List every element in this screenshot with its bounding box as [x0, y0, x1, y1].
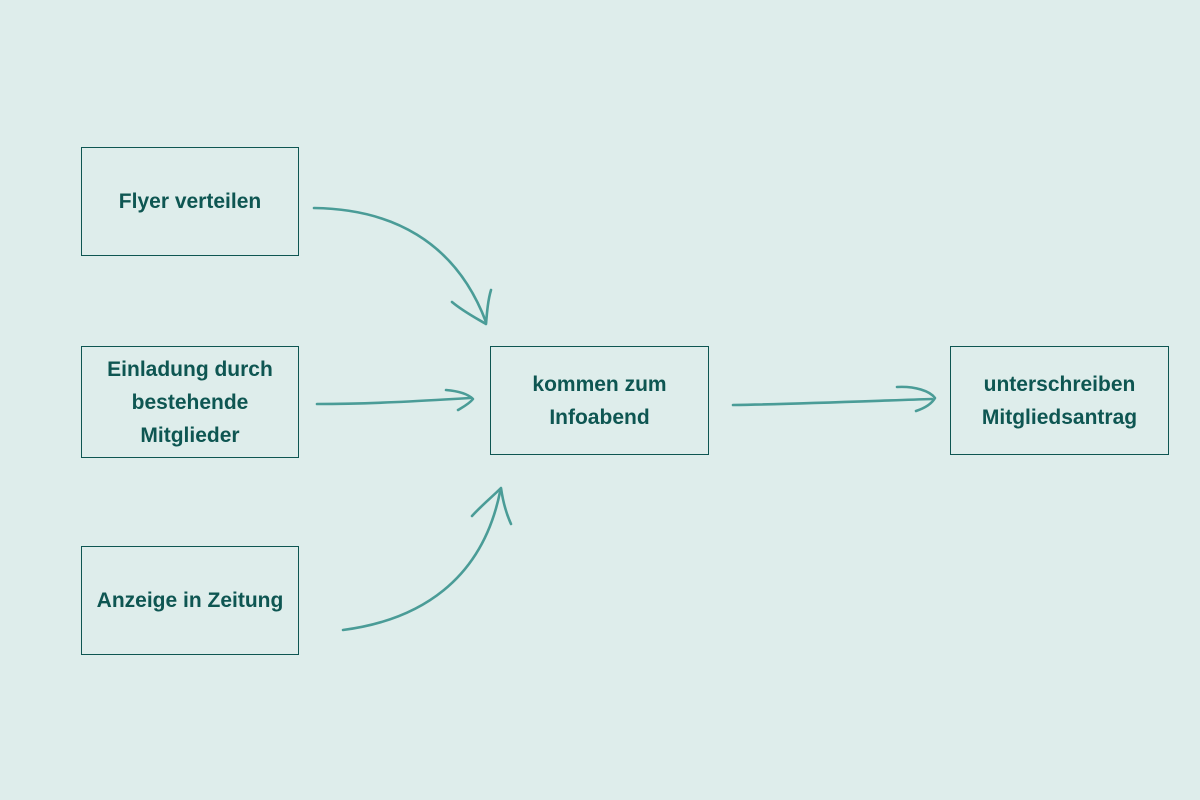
node-infoabend-label: kommen zum Infoabend: [532, 372, 667, 429]
arrow-flyer-to-infoabend: [312, 206, 488, 324]
arrow-einladung-to-infoabend: [315, 396, 472, 406]
arrow-anzeige-to-infoabend-head: [470, 486, 513, 526]
node-anzeige-in-zeitung: Anzeige in Zeitung: [81, 546, 299, 655]
arrow-anzeige-to-infoabend: [341, 490, 502, 632]
node-anzeige-in-zeitung-label: Anzeige in Zeitung: [96, 589, 284, 612]
node-einladung: Einladung durch bestehende Mitglieder: [81, 346, 299, 458]
arrow-einladung-to-infoabend-head: [444, 388, 475, 412]
arrow-flyer-to-infoabend-head: [450, 288, 493, 326]
node-mitgliedsantrag: unterschreiben Mitgliedsantrag: [950, 346, 1169, 455]
node-flyer-verteilen: Flyer verteilen: [81, 147, 299, 256]
node-infoabend: kommen zum Infoabend: [490, 346, 709, 455]
node-flyer-verteilen-label: Flyer verteilen: [118, 190, 262, 213]
arrow-infoabend-to-mitgliedsantrag: [731, 397, 934, 407]
node-einladung-label: Einladung durch bestehende Mitglieder: [107, 357, 273, 447]
arrow-infoabend-to-mitgliedsantrag-head: [895, 385, 937, 413]
node-mitgliedsantrag-label: unterschreiben Mitgliedsantrag: [981, 372, 1138, 429]
